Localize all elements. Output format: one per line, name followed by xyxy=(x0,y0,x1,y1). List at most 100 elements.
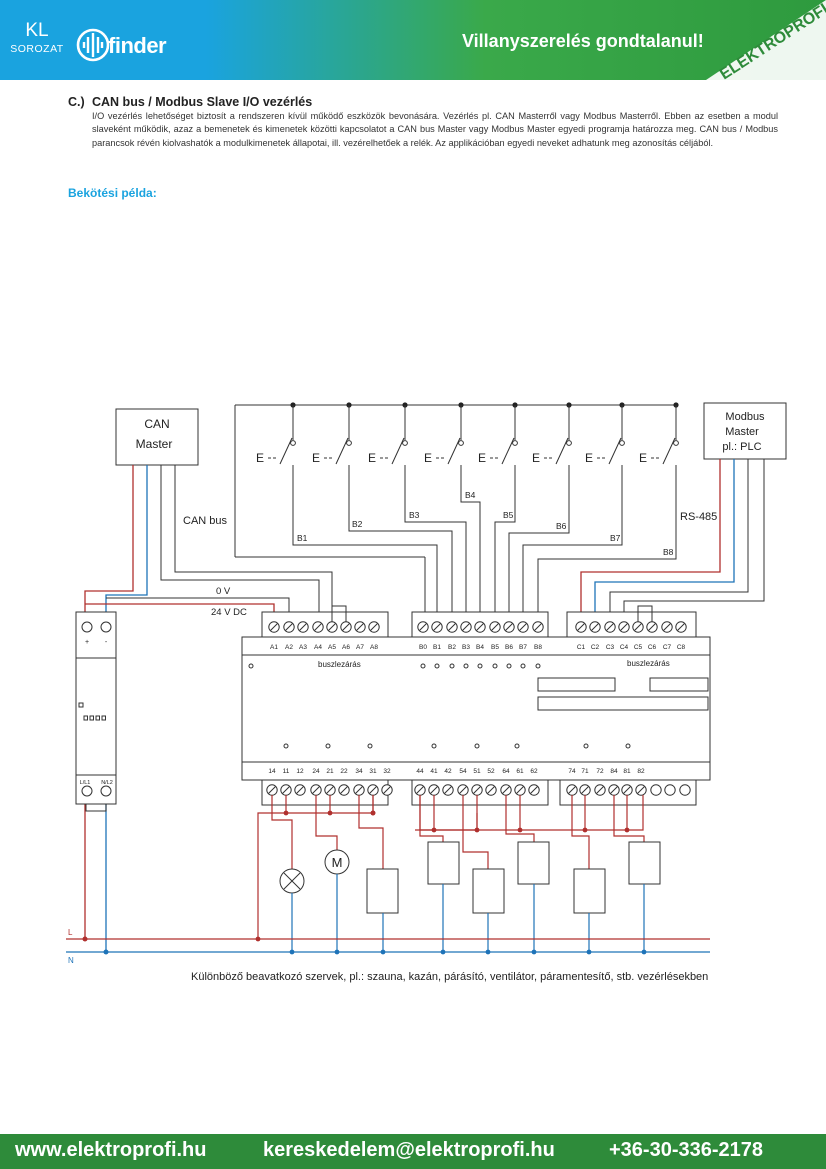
kl-display-1 xyxy=(537,677,616,692)
junction-dot xyxy=(283,810,289,816)
terminal-a-label: A6 xyxy=(342,644,350,651)
switch-blade xyxy=(447,437,461,465)
terminal-a-slot xyxy=(285,623,293,631)
input-led xyxy=(492,663,498,669)
terminal-out2-slot xyxy=(473,786,481,794)
psu-plus: + xyxy=(85,639,89,646)
load-box xyxy=(517,841,550,885)
lamp-feed xyxy=(271,795,293,869)
switch-symbol: E xyxy=(256,451,264,465)
elektroprofi-stamp: ELEKTROPROFI xyxy=(706,0,826,80)
load-feed xyxy=(419,795,444,842)
terminal-out1-label: 21 xyxy=(326,768,334,775)
terminal-c-label: C6 xyxy=(648,644,657,651)
terminal-b-label: B8 xyxy=(534,644,542,651)
load-box xyxy=(628,841,661,885)
terminal-b-label: B3 xyxy=(462,644,470,651)
switch-symbol: E xyxy=(639,451,647,465)
terminal-out1-label: 31 xyxy=(369,768,377,775)
output-led xyxy=(431,743,437,749)
terminal-out1-slot xyxy=(340,786,348,794)
terminal-out3-label: 71 xyxy=(581,768,589,775)
terminal-out2-label: 44 xyxy=(416,768,424,775)
can-wire-1 xyxy=(160,465,320,624)
switch-symbol: E xyxy=(312,451,320,465)
switch-contact xyxy=(290,440,296,446)
terminal-b-slot xyxy=(419,623,427,631)
terminal-out2-slot xyxy=(416,786,424,794)
switch-contact xyxy=(512,440,518,446)
psu-screw xyxy=(81,621,93,633)
terminal-out1-label: 32 xyxy=(383,768,391,775)
terminal-b-label: B1 xyxy=(433,644,441,651)
load-feed xyxy=(613,795,645,842)
motor-symbol: M xyxy=(332,855,343,870)
input-wire-b3 xyxy=(404,465,467,624)
motor-feed xyxy=(315,795,338,850)
terminal-a-label: A5 xyxy=(328,644,336,651)
junction-dot xyxy=(370,810,376,816)
terminal-b-label: B0 xyxy=(419,644,427,651)
bus-label: B4 xyxy=(465,490,476,500)
section-title: CAN bus / Modbus Slave I/O vezérlés xyxy=(92,95,313,109)
terminal-a-slot xyxy=(342,623,350,631)
termination-jumper-c xyxy=(637,605,653,624)
terminal-c-slot xyxy=(577,623,585,631)
series-code: KL xyxy=(25,20,49,41)
terminal-out2-slot xyxy=(502,786,510,794)
terminal-out2-slot xyxy=(516,786,524,794)
bus-label: B7 xyxy=(610,533,621,543)
junction-dot xyxy=(624,827,630,833)
terminal-b-slot xyxy=(433,623,441,631)
psu-screw xyxy=(100,621,112,633)
load-box xyxy=(366,868,399,914)
switch-symbol: E xyxy=(368,451,376,465)
terminal-b-slot xyxy=(534,623,542,631)
psu-indicator xyxy=(89,715,94,721)
terminal-out3 xyxy=(664,784,676,796)
terminal-out1-slot xyxy=(326,786,334,794)
terminal-c-label: C4 xyxy=(620,644,629,651)
can-master-box xyxy=(115,408,199,466)
modbus-master-box xyxy=(703,402,787,460)
terminal-out2-slot xyxy=(487,786,495,794)
output-led xyxy=(583,743,589,749)
terminal-out2-label: 62 xyxy=(530,768,538,775)
switch-symbol: E xyxy=(585,451,593,465)
modbus-master-line3: pl.: PLC xyxy=(722,441,761,453)
terminal-out1-slot xyxy=(383,786,391,794)
terminal-out1-label: 34 xyxy=(355,768,363,775)
terminal-b-label: B5 xyxy=(491,644,499,651)
footer-phone[interactable]: +36-30-336-2178 xyxy=(609,1139,764,1161)
line-n-label: N xyxy=(68,956,74,965)
terminal-out3-slot xyxy=(581,786,589,794)
can-bus-label: CAN bus xyxy=(183,515,228,527)
load-feed xyxy=(571,795,590,869)
input-wire-b5 xyxy=(494,465,516,624)
terminal-a-label: A8 xyxy=(370,644,378,651)
terminal-out1-slot xyxy=(282,786,290,794)
switch-blade xyxy=(501,437,515,465)
terminal-out2-label: 54 xyxy=(459,768,467,775)
terminal-out1-slot xyxy=(369,786,377,794)
terminal-a-slot xyxy=(356,623,364,631)
output-common-l-3 xyxy=(415,795,644,831)
footer-email[interactable]: kereskedelem@elektroprofi.hu xyxy=(263,1139,555,1161)
input-wire-b1 xyxy=(292,465,438,624)
terminal-out3-label: 82 xyxy=(637,768,645,775)
switch-blade xyxy=(608,437,622,465)
series-badge: KL SOROZAT xyxy=(0,0,74,80)
footer-website[interactable]: www.elektroprofi.hu xyxy=(15,1139,207,1161)
junction-dot xyxy=(82,936,88,942)
terminal-c-label: C7 xyxy=(663,644,672,651)
finder-logo-icon xyxy=(76,28,110,62)
terminal-out1-label: 12 xyxy=(296,768,304,775)
psu-minus: - xyxy=(105,639,108,646)
psu-indicator xyxy=(95,715,100,721)
terminal-out1-slot xyxy=(355,786,363,794)
switch-contact xyxy=(402,440,408,446)
terminal-c-slot xyxy=(634,623,642,631)
psu-indicator xyxy=(78,702,84,708)
input-led xyxy=(477,663,483,669)
